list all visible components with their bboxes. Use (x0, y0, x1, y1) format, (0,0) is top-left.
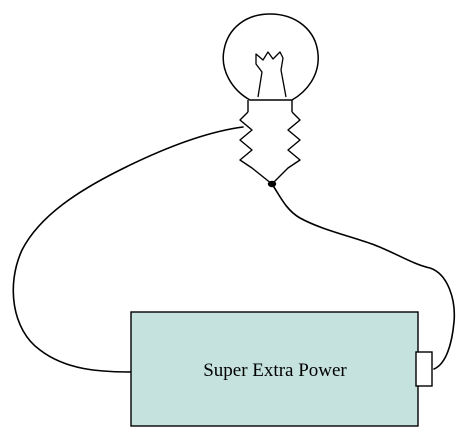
wire-left (12, 126, 244, 373)
bulb-glass (222, 13, 319, 101)
wire-right (271, 183, 456, 370)
bulb-filament (255, 51, 287, 98)
battery-terminal (415, 351, 433, 387)
battery-icon: Super Extra Power (130, 311, 433, 427)
light-bulb-icon (222, 13, 319, 185)
bulb-thread-right (271, 111, 301, 185)
bulb-neck (247, 100, 293, 112)
battery-label: Super Extra Power (203, 360, 347, 381)
battery-body (130, 311, 419, 427)
bulb-thread-left (239, 111, 273, 185)
